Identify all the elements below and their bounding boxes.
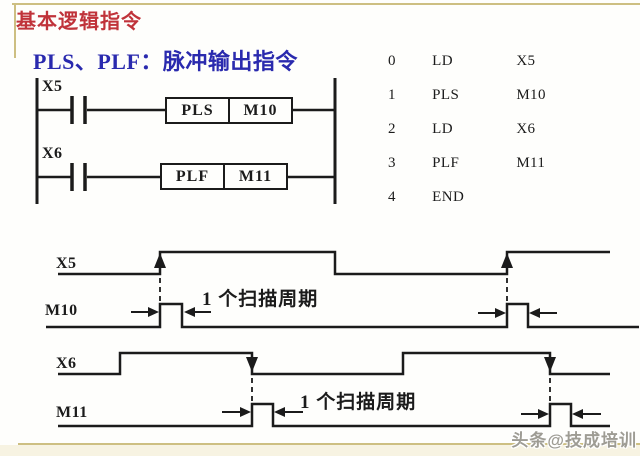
- m10-waveform: [46, 302, 639, 329]
- left-arrow-icon: [572, 409, 583, 419]
- instruction-row: 1 PLS M10: [388, 78, 598, 112]
- opcode: PLS: [432, 87, 460, 103]
- operand: M10: [516, 87, 546, 103]
- ladder-contact-bars: [70, 96, 87, 191]
- step-number: 4: [388, 189, 396, 205]
- step-number: 0: [388, 53, 396, 69]
- down-arrow-icon: [544, 357, 556, 372]
- left-arrow-icon: [529, 308, 540, 318]
- plf-opcode-cell: PLF: [162, 165, 225, 188]
- pls-instruction-box: PLS M10: [165, 97, 293, 124]
- pls-operand-cell: M10: [243, 101, 278, 119]
- signal-label-m10: M10: [45, 302, 78, 319]
- step-number: 2: [388, 121, 396, 137]
- left-arrow-icon: [274, 407, 285, 417]
- scan-cycle-annotation-m11: 1 个扫描周期: [300, 392, 417, 413]
- operand: X6: [516, 121, 536, 137]
- operand: M11: [516, 155, 546, 171]
- right-arrow-icon: [538, 409, 549, 419]
- instruction-row: 2 LD X6: [388, 112, 598, 146]
- left-arrow-icon: [184, 307, 195, 317]
- step-number: 1: [388, 87, 396, 103]
- page-title: 基本逻辑指令: [16, 11, 142, 33]
- ladder-contact-label-x6: X6: [42, 145, 63, 162]
- plf-operand-cell: M11: [238, 167, 273, 185]
- signal-label-x6: X6: [56, 355, 77, 372]
- up-arrow-icon: [501, 253, 513, 268]
- left-border-line: [14, 3, 16, 58]
- watermark: 头条@技成培训: [511, 431, 637, 450]
- down-arrow-icon: [246, 357, 258, 372]
- step-number: 3: [388, 155, 396, 171]
- pls-opcode-cell: PLS: [167, 99, 230, 122]
- right-arrow-icon: [240, 407, 251, 417]
- right-arrow-icon: [148, 307, 159, 317]
- operand: X5: [516, 53, 536, 69]
- top-border-line: [12, 3, 640, 5]
- bottom-margin-strip: [0, 445, 640, 456]
- x5-waveform: [58, 250, 610, 276]
- instruction-list: 0 LD X5 1 PLS M10 2 LD X6 3 PLF M11 4 EN…: [388, 44, 598, 214]
- opcode: LD: [432, 121, 453, 137]
- ladder-contact-label-x5: X5: [42, 78, 63, 95]
- right-arrow-icon: [495, 308, 506, 318]
- signal-label-m11: M11: [56, 404, 88, 421]
- opcode: LD: [432, 53, 453, 69]
- up-arrow-icon: [154, 253, 166, 268]
- instruction-row: 3 PLF M11: [388, 146, 598, 180]
- instruction-row: 0 LD X5: [388, 44, 598, 78]
- plf-instruction-box: PLF M11: [160, 163, 288, 190]
- scan-cycle-annotation-m10: 1 个扫描周期: [202, 289, 319, 310]
- x6-waveform: [58, 351, 610, 376]
- instruction-row: 4 END: [388, 180, 598, 214]
- opcode: END: [432, 189, 465, 205]
- opcode: PLF: [432, 155, 460, 171]
- slide-subtitle: PLS、PLF：脉冲输出指令: [33, 49, 298, 74]
- signal-label-x5: X5: [56, 255, 77, 272]
- bottom-border-line: [18, 443, 640, 445]
